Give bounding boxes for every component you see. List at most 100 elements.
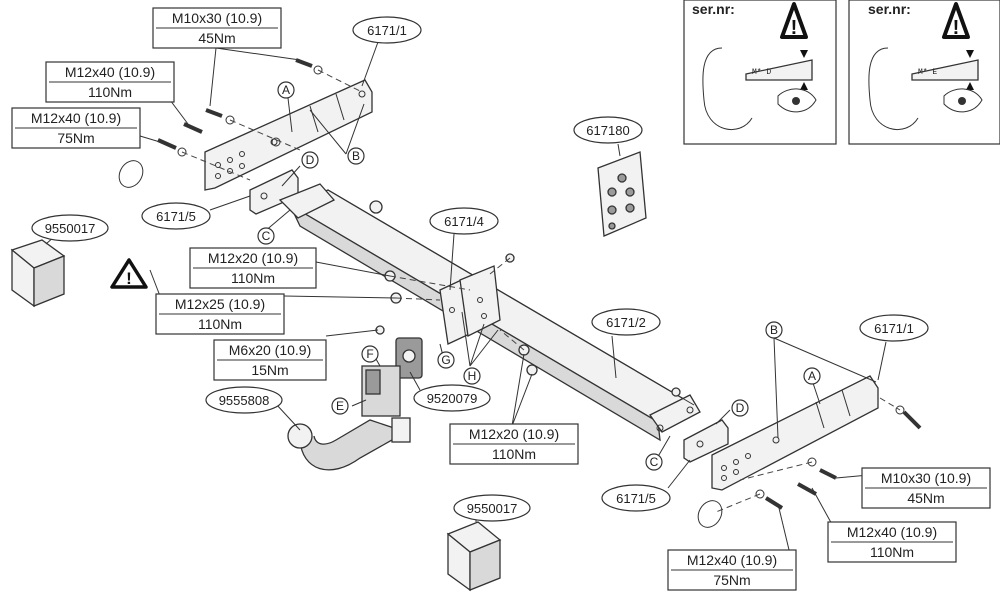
svg-text:D: D — [736, 401, 745, 415]
svg-text:F: F — [366, 347, 373, 361]
svg-text:D: D — [306, 153, 315, 167]
svg-text:45Nm: 45Nm — [907, 490, 944, 506]
warning-triangle-icon: ! — [780, 2, 808, 39]
socket-mount-bracket — [439, 265, 501, 345]
tow-eye-ring-right — [697, 500, 723, 528]
callout-g: G — [437, 351, 455, 369]
eye-pupil — [792, 97, 800, 105]
serial-panel-right-title: ser.nr: — [868, 1, 911, 17]
callout-f: F — [361, 345, 379, 363]
part-number-617180: 617180 — [573, 116, 643, 144]
leader-lines — [45, 41, 887, 555]
svg-text:B: B — [352, 149, 360, 163]
serial-arrows-icon — [800, 50, 808, 90]
right-spacer-plate — [683, 419, 729, 463]
torque-label-m10x30-top: M10x30 (10.9) 45Nm — [152, 7, 282, 49]
tow-eye-ring-left — [118, 160, 144, 188]
bolts-top-left — [118, 58, 323, 188]
svg-text:6171/1: 6171/1 — [874, 321, 914, 336]
part-number-6171-5-left: 6171/5 — [141, 202, 211, 230]
svg-text:9550017: 9550017 — [467, 501, 518, 516]
svg-text:M12x40 (10.9): M12x40 (10.9) — [687, 552, 777, 568]
svg-text:6171/2: 6171/2 — [606, 315, 646, 330]
svg-text:M12x40 (10.9): M12x40 (10.9) — [847, 524, 937, 540]
callout-d-bottom: D — [731, 399, 749, 417]
part-number-9550017-left: 9550017 — [31, 214, 109, 242]
svg-text:75Nm: 75Nm — [713, 572, 750, 588]
svg-text:110Nm: 110Nm — [492, 446, 536, 462]
serial-plate-outline — [702, 47, 753, 131]
callout-a-top: A — [277, 81, 295, 99]
callout-e: E — [331, 397, 349, 415]
svg-text:110Nm: 110Nm — [231, 270, 275, 286]
serial-arrows-icon — [966, 50, 974, 90]
part-number-9550017-bottom: 9550017 — [453, 494, 531, 522]
svg-text:110Nm: 110Nm — [870, 544, 914, 560]
part-number-6171-1-top: 6171/1 — [352, 16, 422, 44]
callout-a-right: A — [803, 367, 821, 385]
svg-text:M10x30 (10.9): M10x30 (10.9) — [172, 10, 262, 26]
svg-text:!: ! — [791, 17, 798, 39]
torque-label-m12x40-75-bottom: M12x40 (10.9) 75Nm — [667, 549, 797, 591]
part-number-6171-5-bottom: 6171/5 — [601, 484, 671, 512]
torque-label-m12x20-lower: M12x20 (10.9) 110Nm — [449, 423, 579, 465]
callout-h: H — [463, 367, 481, 385]
svg-text:6171/1: 6171/1 — [367, 23, 407, 38]
svg-text:M10x30 (10.9): M10x30 (10.9) — [881, 470, 971, 486]
package-box-left — [10, 239, 66, 308]
svg-text:H: H — [468, 369, 477, 383]
svg-text:M12x40 (10.9): M12x40 (10.9) — [65, 64, 155, 80]
svg-text:A: A — [808, 369, 816, 383]
torque-label-m10x30-right: M10x30 (10.9) 45Nm — [861, 467, 991, 509]
part-number-6171-2: 6171/2 — [591, 308, 661, 336]
svg-text:M12x20 (10.9): M12x20 (10.9) — [208, 250, 298, 266]
left-side-bracket — [204, 79, 373, 191]
serial-plate — [911, 59, 979, 81]
serial-panel-left-code: M* D — [752, 68, 771, 77]
svg-text:E: E — [336, 399, 344, 413]
package-box-bottom — [446, 521, 502, 592]
svg-text:9550017: 9550017 — [45, 221, 96, 236]
serial-plate — [745, 59, 813, 81]
crossbar-left-flange — [278, 183, 336, 219]
part-number-6171-4: 6171/4 — [429, 207, 499, 235]
torque-label-m6x20: M6x20 (10.9) 15Nm — [213, 339, 327, 381]
svg-text:15Nm: 15Nm — [251, 362, 288, 378]
svg-text:6171/5: 6171/5 — [616, 491, 656, 506]
part-number-9555808: 9555808 — [205, 386, 283, 414]
warning-triangle-icon: ! — [942, 2, 970, 39]
torque-label-m12x20-upper: M12x20 (10.9) 110Nm — [189, 247, 317, 289]
part-number-9520079: 9520079 — [413, 384, 491, 412]
serial-panel-left: ser.nr: ! M* D — [683, 0, 837, 145]
crossbar-right-flange — [649, 394, 701, 433]
serial-panel-left-title: ser.nr: — [692, 1, 735, 17]
callout-c-bottom: C — [645, 453, 663, 471]
torque-label-m12x40-75-top: M12x40 (10.9) 75Nm — [11, 107, 141, 149]
torque-label-m12x25: M12x25 (10.9) 110Nm — [155, 293, 285, 335]
svg-text:617180: 617180 — [586, 123, 629, 138]
eye-icon — [777, 88, 817, 113]
svg-text:M6x20 (10.9): M6x20 (10.9) — [229, 342, 311, 358]
svg-text:M12x25 (10.9): M12x25 (10.9) — [175, 296, 265, 312]
svg-text:9520079: 9520079 — [427, 391, 478, 406]
svg-text:110Nm: 110Nm — [198, 316, 242, 332]
torque-label-m12x40-110-right: M12x40 (10.9) 110Nm — [827, 521, 957, 563]
detachable-ball-coupling — [287, 365, 411, 471]
svg-text:B: B — [770, 323, 778, 337]
callout-c-left: C — [257, 227, 275, 245]
svg-text:110Nm: 110Nm — [88, 84, 132, 100]
svg-text:G: G — [441, 353, 450, 367]
serial-plate-outline — [868, 47, 919, 131]
bolts-right — [697, 405, 922, 528]
svg-text:75Nm: 75Nm — [57, 130, 94, 146]
eye-icon — [943, 88, 983, 113]
torque-label-m12x40-110-top: M12x40 (10.9) 110Nm — [45, 61, 175, 103]
svg-text:C: C — [262, 229, 271, 243]
svg-text:M12x20 (10.9): M12x20 (10.9) — [469, 426, 559, 442]
svg-text:6171/5: 6171/5 — [156, 209, 196, 224]
serial-panel-right-code: M* E — [918, 68, 937, 77]
svg-text:45Nm: 45Nm — [198, 30, 235, 46]
callout-b-top: B — [347, 147, 365, 165]
svg-text:6171/4: 6171/4 — [444, 214, 484, 229]
